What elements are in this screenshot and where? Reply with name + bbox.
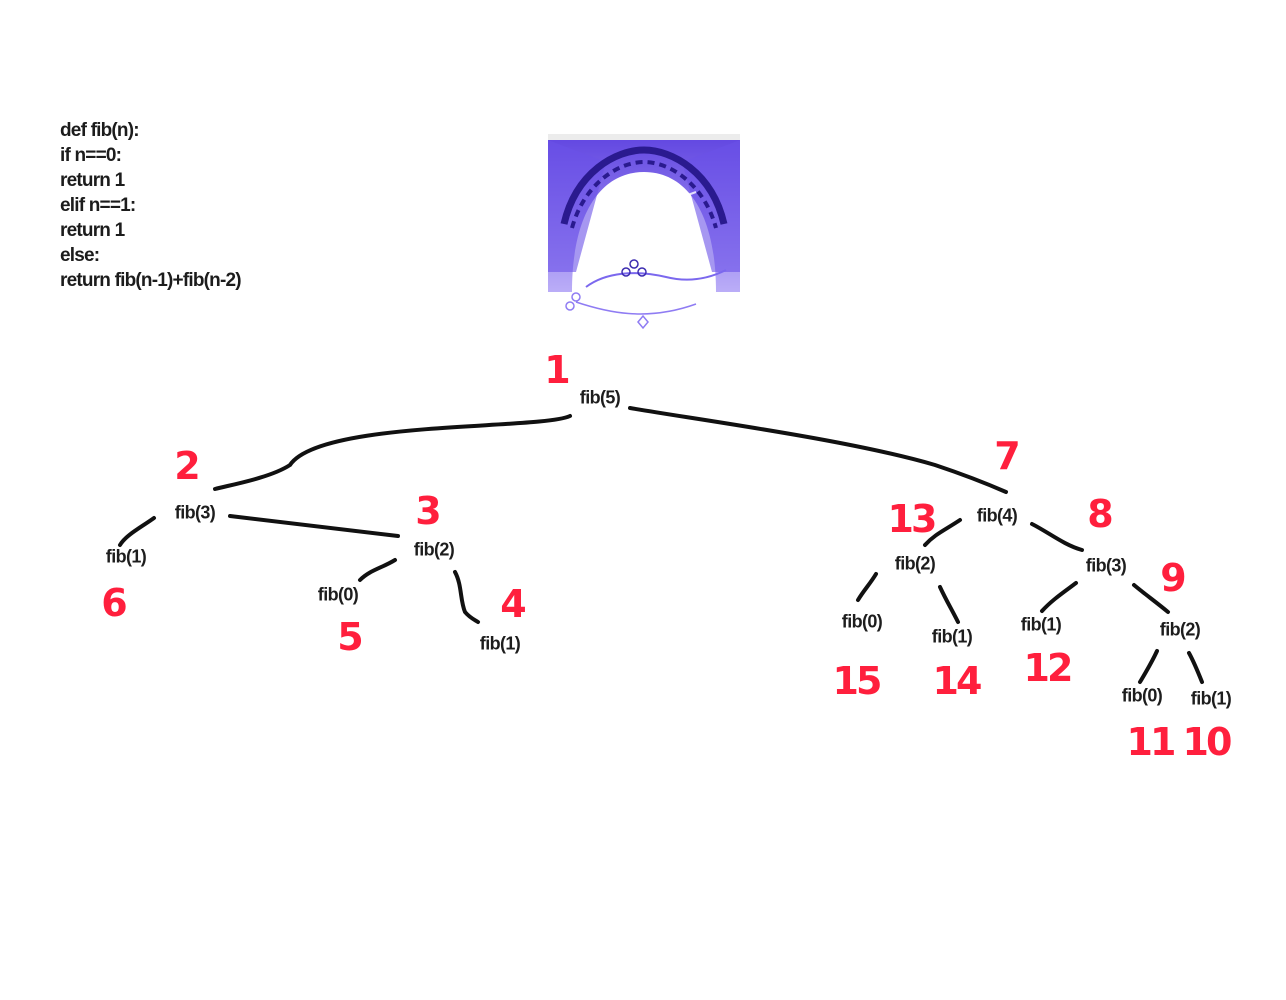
evaluation-order-number: 5	[337, 615, 364, 659]
evaluation-order-number: 4	[500, 582, 527, 626]
evaluation-order-number: 6	[101, 581, 128, 625]
evaluation-order-number: 11	[1126, 720, 1177, 764]
tree-node: fib(3)	[174, 502, 216, 523]
evaluation-order-number: 15	[832, 659, 883, 703]
tree-node: fib(1)	[931, 626, 973, 647]
tree-edge	[938, 585, 960, 624]
code-line: return fib(n-1)+fib(n-2)	[60, 270, 242, 291]
evaluation-order-number: 14	[932, 659, 983, 703]
evaluation-order-number: 3	[415, 489, 442, 533]
evaluation-order-number: 2	[174, 444, 201, 488]
evaluation-order-number: 9	[1160, 556, 1187, 600]
tree-edge	[453, 570, 480, 624]
tree-node: fib(1)	[105, 546, 147, 567]
tree-edge	[213, 414, 572, 491]
tree-node: fib(1)	[1190, 688, 1232, 709]
tree-edge	[1030, 522, 1084, 552]
tree-edge	[1132, 583, 1170, 614]
tree-edge	[856, 572, 878, 602]
tree-edge	[358, 558, 397, 582]
tree-edge	[628, 406, 1008, 494]
tree-node: fib(2)	[1159, 619, 1201, 640]
evaluation-order-number: 7	[994, 434, 1021, 478]
tree-node: fib(1)	[479, 633, 521, 654]
tree-edge	[1040, 581, 1078, 613]
tree-edge	[228, 514, 400, 538]
tree-node: fib(4)	[976, 505, 1018, 526]
tree-node: fib(5)	[579, 387, 621, 408]
tree-node: fib(0)	[1121, 685, 1163, 706]
evaluation-order-number: 12	[1023, 646, 1074, 690]
tree-edges	[118, 406, 1204, 684]
tree-edge	[1187, 651, 1204, 684]
code-line: return 1	[60, 170, 125, 191]
code-line: else:	[60, 245, 100, 266]
tree-node: fib(0)	[317, 584, 359, 605]
code-line: def fib(n):	[60, 120, 140, 141]
evaluation-order-number: 8	[1087, 492, 1114, 536]
evaluation-order-number: 13	[887, 497, 938, 541]
tree-edge	[118, 516, 156, 547]
tree-node: fib(2)	[413, 539, 455, 560]
tree-node: fib(3)	[1085, 555, 1127, 576]
code-line: return 1	[60, 220, 125, 241]
tree-edge	[923, 518, 962, 547]
evaluation-order-number: 10	[1182, 720, 1233, 764]
tree-edge	[1138, 649, 1159, 684]
tree-node: fib(1)	[1020, 614, 1062, 635]
code-block: def fib(n): if n==0: return 1 elif n==1:…	[60, 118, 242, 293]
university-logo	[548, 134, 740, 330]
tree-node: fib(2)	[894, 553, 936, 574]
evaluation-order-number: 1	[544, 348, 571, 392]
tree-node: fib(0)	[841, 611, 883, 632]
code-line: if n==0:	[60, 145, 122, 166]
code-line: elif n==1:	[60, 195, 136, 216]
